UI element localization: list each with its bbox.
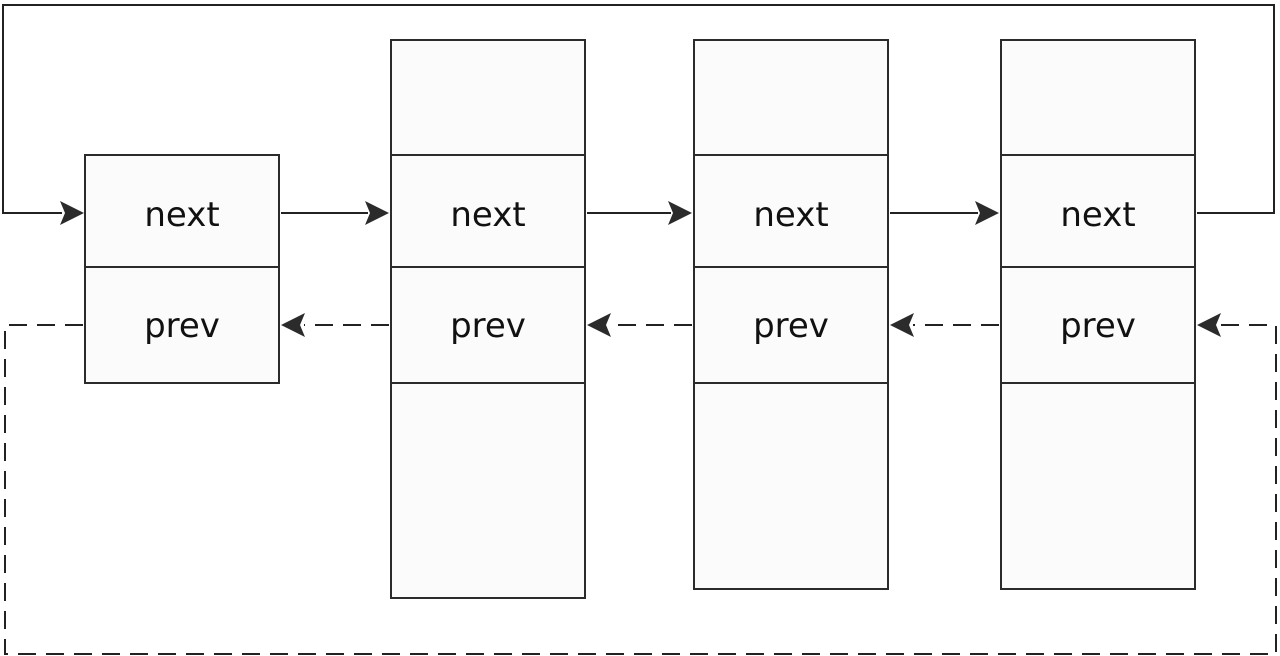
node-1-next-label: next [144, 195, 219, 235]
node-2-top-cell [390, 39, 586, 156]
prev-arrow-head-1-to-4 [1197, 313, 1221, 337]
next-link-4-to-1-wrap [2, 4, 1275, 214]
node-2-bottom-cell [390, 382, 586, 599]
node-2-prev-label: prev [450, 306, 526, 346]
node-2: next prev [390, 39, 586, 599]
node-1: next prev [84, 154, 280, 384]
node-2-next-label: next [450, 195, 525, 235]
node-2-prev-cell [390, 266, 586, 384]
node-3-bottom-cell [693, 382, 889, 590]
next-arrow-head-1-to-2 [365, 201, 389, 225]
node-4-top-cell [1000, 39, 1196, 156]
prev-arrow-head-2-to-1 [281, 313, 305, 337]
prev-link-1-to-4-wrap [4, 324, 1277, 655]
prev-arrow-head-4-to-3 [890, 313, 914, 337]
node-1-prev-cell [84, 266, 280, 384]
node-4-bottom-cell [1000, 382, 1196, 590]
next-links [2, 4, 1275, 225]
node-1-next-cell [84, 154, 280, 268]
node-3-prev-cell [693, 266, 889, 384]
node-4: next prev [1000, 39, 1196, 590]
next-arrow-head-2-to-3 [668, 201, 692, 225]
node-1-prev-label: prev [144, 306, 220, 346]
node-3-next-label: next [753, 195, 828, 235]
prev-links [4, 313, 1277, 655]
node-2-next-cell [390, 154, 586, 268]
node-4-next-label: next [1060, 195, 1135, 235]
node-4-prev-cell [1000, 266, 1196, 384]
node-4-prev-label: prev [1060, 306, 1136, 346]
prev-arrow-head-3-to-2 [587, 313, 611, 337]
node-3: next prev [693, 39, 889, 590]
node-3-top-cell [693, 39, 889, 156]
next-arrow-head-3-to-4 [975, 201, 999, 225]
next-arrow-head-4-to-1 [60, 201, 84, 225]
node-3-prev-label: prev [753, 306, 829, 346]
